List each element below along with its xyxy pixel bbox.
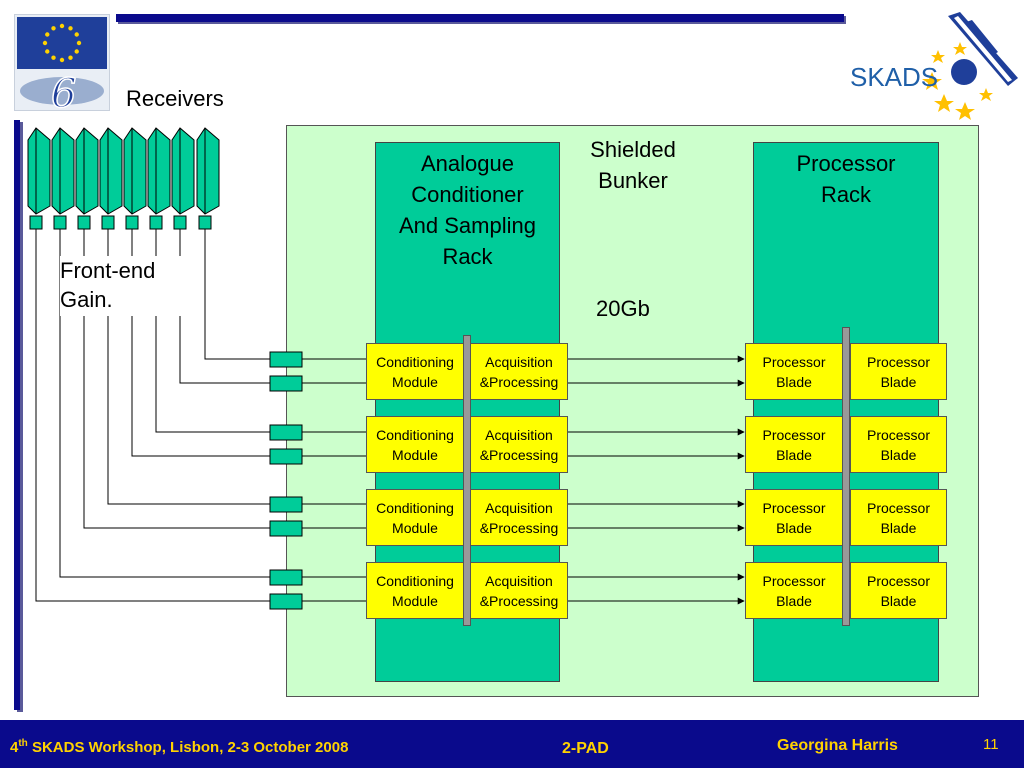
receiver-lna-box [149, 215, 163, 230]
eu-star-icon [74, 49, 79, 54]
processor-blade: Processor Blade [850, 343, 947, 400]
processor-rack-title-line: Rack [820, 182, 872, 207]
receiver-element [51, 127, 75, 230]
receiver-element [123, 127, 147, 230]
signal-wire [83, 229, 271, 529]
processor-blade: Processor Blade [850, 416, 947, 473]
footer-workshop-num: 4 [10, 739, 19, 756]
eu-star-icon [68, 55, 73, 60]
footer-workshop-text: SKADS Workshop, Lisbon, 2-3 October 2008 [27, 739, 349, 756]
eu-star-icon [59, 23, 65, 29]
processor-backplane [842, 327, 850, 626]
receiver-lna-box [77, 215, 91, 230]
front-end-gain-line: Gain. [60, 287, 113, 312]
receiver-lna-box [101, 215, 115, 230]
eu-star-icon [51, 26, 56, 31]
bunker-connector [269, 520, 303, 537]
acquisition-processing-module: Acquisition &Processing [470, 416, 568, 473]
analogue-rack-title-line: Analogue [421, 151, 514, 176]
footer-project: 2-PAD [562, 740, 609, 757]
processor-blade: Processor Blade [745, 343, 843, 400]
skads-logo-icon: SKADS [850, 12, 1018, 120]
footer-bar: 4th SKADS Workshop, Lisbon, 2-3 October … [0, 720, 1024, 768]
bunker-connector [269, 424, 303, 441]
analogue-rack-title-line: Rack [442, 244, 493, 269]
eu-star-icon [45, 32, 50, 37]
processor-rack-title: Processor Rack [753, 148, 939, 210]
eu-fp6-logo: 6 [14, 14, 110, 118]
processor-rack-title-line: Processor [796, 151, 896, 176]
analogue-rack-title-line: And Sampling [399, 213, 536, 238]
receiver-element [171, 127, 195, 230]
receiver-lna-box [53, 215, 67, 230]
shielded-bunker-label-line: Bunker [598, 168, 668, 193]
svg-text:SKADS: SKADS [850, 62, 938, 92]
analogue-rack-title-line: Conditioner [411, 182, 524, 207]
receiver-element [196, 127, 220, 230]
footer-page-number: 11 [983, 736, 999, 753]
conditioning-module: Conditioning Module [366, 562, 464, 619]
conditioning-module: Conditioning Module [366, 489, 464, 546]
eu-star-icon [76, 40, 82, 46]
receivers-label: Receivers [126, 86, 224, 111]
bunker-connector [269, 593, 303, 610]
front-end-gain-label: Front-end Gain. [60, 256, 182, 316]
acquisition-processing-module: Acquisition &Processing [470, 343, 568, 400]
conditioning-module: Conditioning Module [366, 416, 464, 473]
bunker-connector [269, 375, 303, 392]
signal-wire [107, 229, 271, 505]
signal-wire [59, 229, 271, 578]
eu-star-icon [74, 32, 79, 37]
data-rate-label: 20Gb [596, 296, 650, 321]
signal-wire [179, 229, 271, 384]
left-rule [14, 120, 20, 710]
eu-star-icon [45, 49, 50, 54]
eu-flag-icon: 6 [17, 17, 107, 118]
bunker-connector [269, 569, 303, 586]
receiver-element [27, 127, 51, 230]
eu-star-icon [42, 40, 48, 46]
processor-blade: Processor Blade [745, 562, 843, 619]
bunker-connector [269, 496, 303, 513]
processor-blade: Processor Blade [850, 489, 947, 546]
receiver-element [99, 127, 123, 230]
eu-star-icon [59, 57, 65, 63]
processor-blade: Processor Blade [745, 416, 843, 473]
shielded-bunker-label: Shielded Bunker [570, 134, 696, 196]
svg-text:6: 6 [51, 71, 76, 110]
signal-wire [35, 229, 271, 602]
signal-wiring [27, 127, 745, 610]
acquisition-processing-module: Acquisition &Processing [470, 489, 568, 546]
receiver-lna-box [173, 215, 187, 230]
skads-logo: SKADS [848, 12, 1020, 122]
processor-blade: Processor Blade [745, 489, 843, 546]
footer-workshop: 4th SKADS Workshop, Lisbon, 2-3 October … [10, 738, 348, 756]
analogue-backplane [463, 335, 471, 626]
analogue-rack-title: Analogue Conditioner And Sampling Rack [375, 148, 560, 272]
receiver-element [147, 127, 171, 230]
bunker-connector [269, 351, 303, 368]
eu-star-icon [51, 55, 56, 60]
receiver-lna-box [29, 215, 43, 230]
footer-author: Georgina Harris [777, 737, 898, 754]
front-end-gain-line: Front-end [60, 258, 156, 283]
receiver-element [75, 127, 99, 230]
receiver-lna-box [125, 215, 139, 230]
acquisition-processing-module: Acquisition &Processing [470, 562, 568, 619]
receiver-lna-box [198, 215, 212, 230]
eu-star-icon [68, 26, 73, 31]
bunker-connector [269, 448, 303, 465]
footer-workshop-sup: th [18, 738, 28, 749]
signal-wire [204, 229, 271, 360]
processor-blade: Processor Blade [850, 562, 947, 619]
shielded-bunker-label-line: Shielded [590, 137, 676, 162]
header-rule [116, 14, 844, 22]
conditioning-module: Conditioning Module [366, 343, 464, 400]
